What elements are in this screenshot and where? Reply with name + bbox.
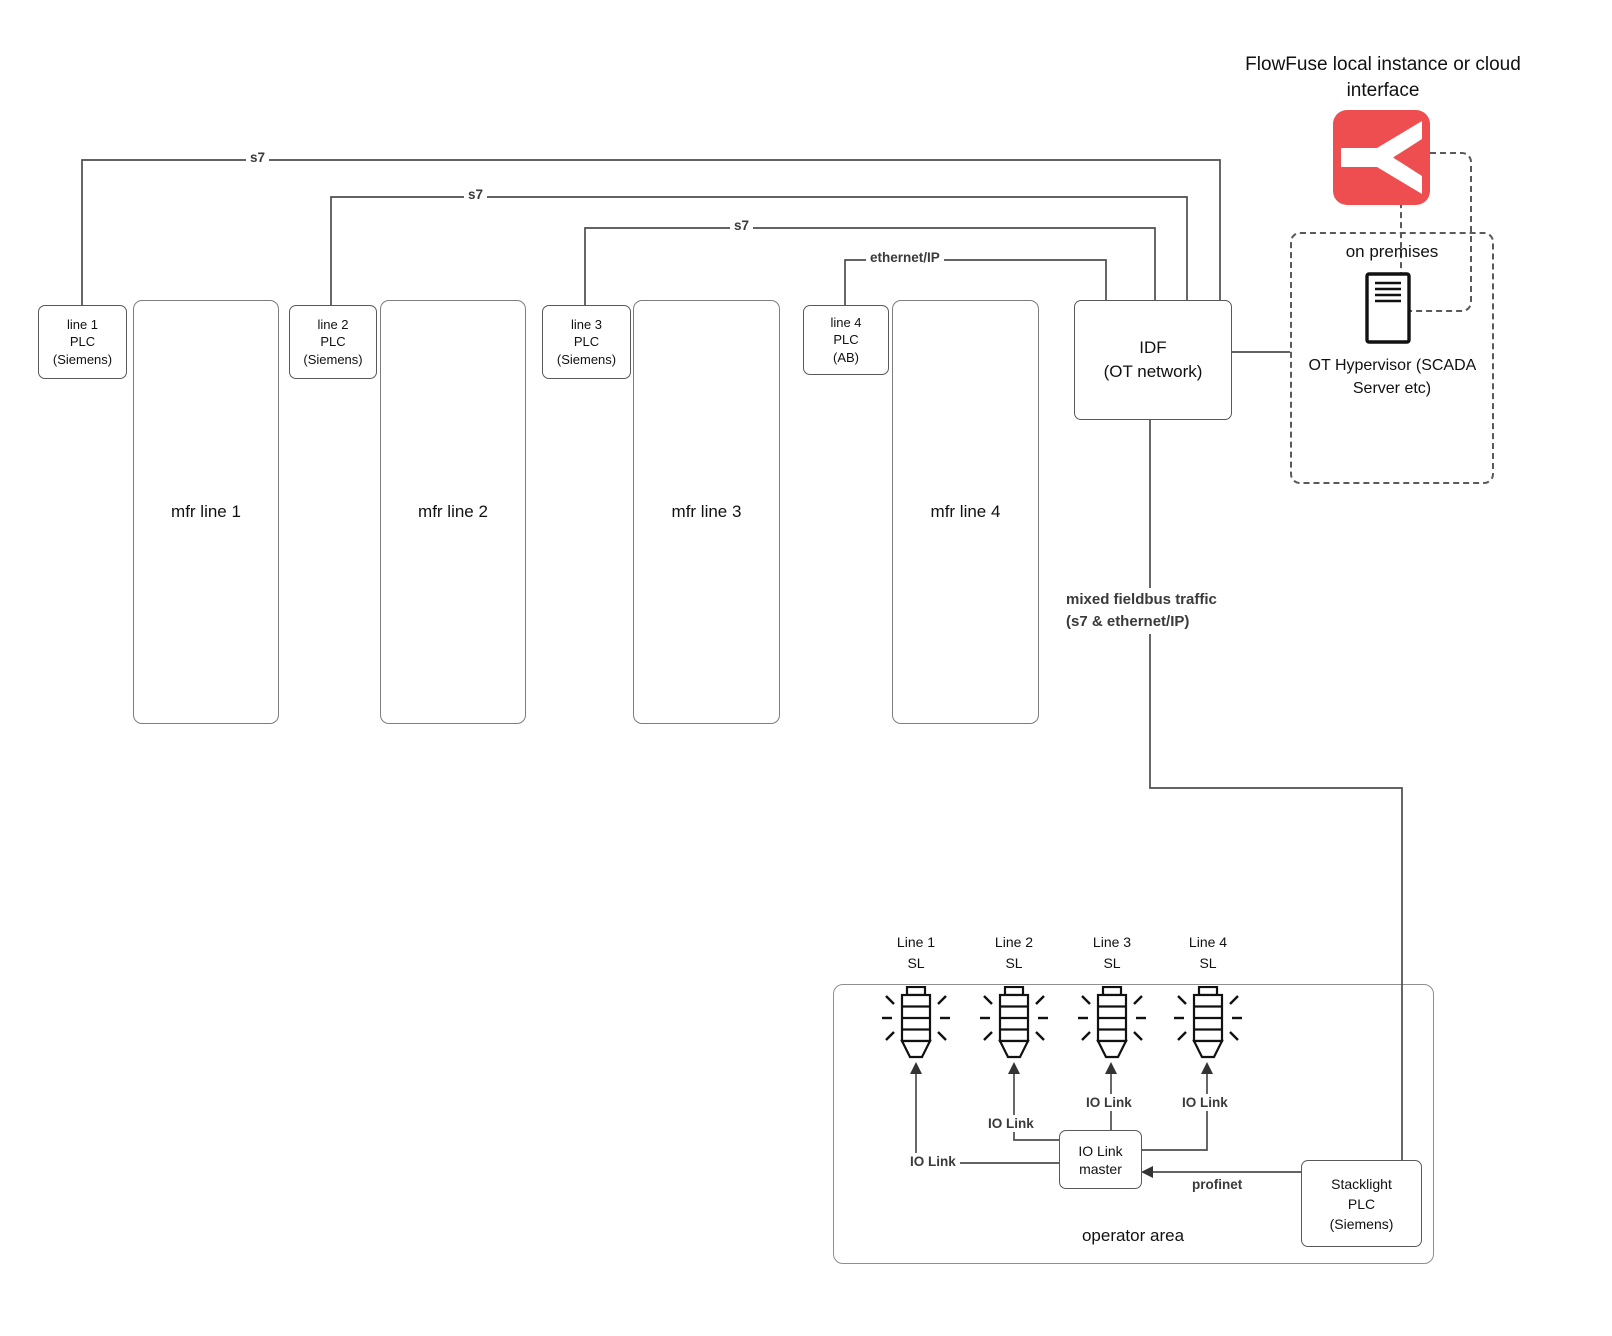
stacklight-4-label: Line 4 SL [1160,932,1256,974]
ethernet-edge [844,259,1107,305]
mfr-line-3-box: mfr line 3 [633,300,780,724]
s7-label-2: s7 [464,186,488,203]
io-link-label-1: IO Link [906,1153,960,1170]
stacklight-1-label: Line 1 SL [868,932,964,974]
mfr-line-1-label: mfr line 1 [171,502,241,521]
plc2-line2: PLC [320,334,346,350]
on-premises-label: on premises [1345,242,1439,261]
s7-label-3: s7 [730,217,754,234]
stacklight-plc-line1: Stacklight [1331,1175,1392,1192]
stacklight-2-icon [980,986,1048,1059]
idf-box: IDF (OT network) [1074,300,1232,420]
hypervisor-line2: Hypervisor [1334,357,1412,374]
flowfuse-title-line1: FlowFuse local instance or [1245,54,1471,75]
mfr-line-4-label: mfr line 4 [930,502,1001,521]
plc3-line2: PLC [573,334,600,350]
plc3-line3: (Siemens) [556,351,617,367]
plc4-line1: line 4 [830,314,862,330]
s7-edge-1 [81,159,1221,305]
sl1-line2: SL [907,955,925,971]
flowfuse-title-line2: cloud interface [1346,54,1521,101]
arrowhead-sl3 [1105,1062,1117,1074]
plc-box-line3: line 3 PLC (Siemens) [542,305,631,379]
stacklight-3-icon [1078,986,1146,1059]
arrowhead-sl1 [910,1062,922,1074]
flowfuse-logo-icon [1333,110,1430,205]
plc-box-line4: line 4 PLC (AB) [803,305,889,375]
stacklight-4-icon [1174,986,1242,1059]
plc4-line3: (AB) [833,349,859,365]
io-link-master-box: IO Link master [1059,1130,1142,1189]
sl2-line2: SL [1005,955,1023,971]
plc3-line1: line 3 [570,316,603,332]
plc1-line1: line 1 [66,316,99,332]
sl4-line1: Line 4 [1188,934,1228,950]
mfr-line-4-box: mfr line 4 [892,300,1039,724]
arrowhead-sl2 [1008,1062,1020,1074]
arrowhead-sl4 [1201,1062,1213,1074]
stacklight-2-label: Line 2 SL [966,932,1062,974]
s7-edge-2 [330,196,1188,305]
plc1-line2: PLC [69,334,96,350]
plc-box-line2: line 2 PLC (Siemens) [289,305,377,379]
io-link-master-line2: master [1079,1160,1122,1177]
io-link-edge-4 [1140,1073,1208,1151]
plc4-line2: PLC [833,332,859,348]
plc1-line3: (Siemens) [52,351,113,367]
stacklight-3-label: Line 3 SL [1064,932,1160,974]
ethernet-label: ethernet/IP [866,249,944,266]
mixed-fieldbus-label: mixed fieldbus traffic (s7 & ethernet/IP… [1063,588,1220,634]
sl2-line1: Line 2 [994,934,1034,950]
io-link-master-line1: IO Link [1078,1142,1123,1159]
plc-box-line1: line 1 PLC (Siemens) [38,305,127,379]
plc2-line1: line 2 [317,316,349,332]
stacklight-plc-line2: PLC [1347,1195,1376,1212]
io-link-edge-2 [1013,1073,1059,1141]
io-link-label-3: IO Link [1082,1094,1136,1111]
io-link-label-4: IO Link [1178,1094,1232,1111]
mixed-fieldbus-line2: (s7 & ethernet/IP) [1066,613,1190,630]
sl3-line1: Line 3 [1092,934,1132,950]
idf-line2: (OT network) [1103,362,1203,381]
operator-area-box [833,984,1434,1264]
idf-line1: IDF [1139,338,1167,357]
sl3-line2: SL [1103,955,1121,971]
mixed-fieldbus-line1: mixed fieldbus traffic [1066,591,1217,608]
arrowhead-profinet [1141,1166,1153,1178]
sl4-line2: SL [1199,955,1217,971]
hypervisor-line3: (SCADA [1415,357,1476,374]
flowfuse-title: FlowFuse local instance or cloud interfa… [1233,52,1533,104]
mfr-line-2-box: mfr line 2 [380,300,526,724]
hypervisor-line4: Server etc) [1352,380,1432,397]
stacklight-plc-line3: (Siemens) [1329,1215,1394,1232]
stacklight-plc-box: Stacklight PLC (Siemens) [1301,1160,1422,1247]
server-icon [1365,272,1411,344]
hypervisor-label: OT Hypervisor (SCADA Server etc) [1292,354,1492,400]
hypervisor-line1: OT [1308,357,1331,374]
mfr-line-1-box: mfr line 1 [133,300,279,724]
mfr-line-3-label: mfr line 3 [671,502,742,521]
plc2-line3: (Siemens) [303,351,363,367]
s7-label-1: s7 [246,149,270,166]
profinet-label: profinet [1188,1176,1247,1193]
operator-area-label: operator area [1081,1226,1185,1245]
s7-edge-3 [584,227,1156,305]
io-link-label-2: IO Link [984,1115,1038,1132]
sl1-line1: Line 1 [896,934,936,950]
mfr-line-2-label: mfr line 2 [418,502,488,521]
stacklight-1-icon [882,986,950,1059]
on-premises-box: on premises OT Hypervisor (SCADA Server … [1290,232,1494,484]
